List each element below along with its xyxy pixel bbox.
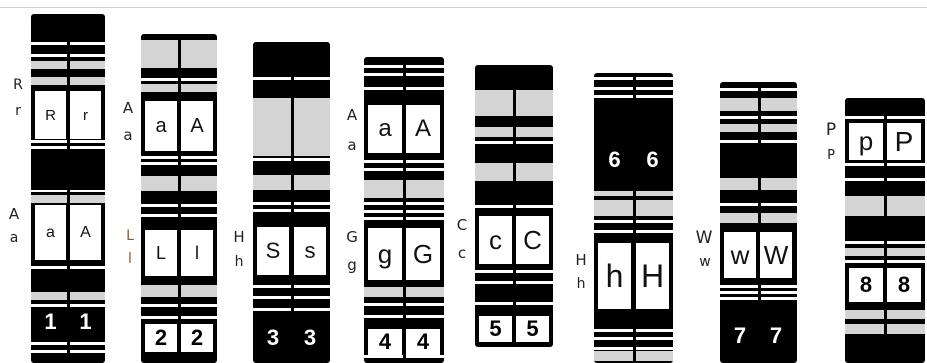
allele-label: A: [344, 106, 360, 124]
allele-box: r: [70, 91, 101, 139]
chromosome-number: 3: [257, 325, 289, 351]
allele-box: A: [406, 105, 440, 153]
chromosome-number: 6: [636, 147, 669, 173]
allele-box: S: [257, 227, 289, 275]
chromosome-number: 4: [368, 329, 402, 355]
chromosome-number: 7: [760, 323, 792, 349]
chromosome-number: 5: [479, 316, 512, 342]
allele-label: G: [344, 228, 360, 246]
sister-gap: [633, 73, 636, 363]
chromosome-6: 6 6 h H: [594, 73, 673, 363]
chromosome-number: 4: [406, 329, 440, 355]
allele-label: W: [692, 228, 716, 248]
allele-box: L: [145, 230, 177, 276]
allele-label: H: [573, 251, 589, 269]
chromosome-8: p P 8 8: [845, 98, 925, 363]
allele-label: l: [122, 251, 138, 267]
allele-label: h: [231, 254, 247, 270]
allele-box: C: [516, 216, 549, 264]
allele-label: H: [231, 228, 247, 246]
chromosome-number: 8: [849, 268, 883, 302]
allele-box: R: [35, 91, 66, 139]
chromosome-number: 1: [70, 309, 101, 335]
allele-box: s: [294, 227, 326, 275]
sister-gap: [513, 65, 516, 347]
allele-label: h: [573, 276, 589, 292]
chromosome-number: 2: [181, 324, 213, 352]
allele-label: L: [122, 228, 138, 244]
allele-label: P: [821, 120, 841, 140]
chromosome-1: R r a A 1 1: [31, 14, 105, 363]
allele-label: r: [10, 103, 26, 119]
allele-label: A: [6, 205, 22, 223]
allele-label: a: [344, 136, 360, 154]
allele-box: c: [479, 216, 512, 264]
allele-box: a: [145, 101, 177, 151]
allele-box: W: [760, 232, 792, 278]
allele-box: A: [70, 205, 101, 260]
allele-box: l: [181, 230, 213, 276]
allele-label: R: [10, 77, 26, 93]
chromosome-2: a A L l 2 2: [141, 34, 217, 363]
allele-box: G: [406, 228, 440, 280]
allele-box: P: [887, 123, 921, 160]
sister-gap: [403, 57, 406, 363]
chromosome-7: w W 7 7: [720, 82, 797, 363]
top-divider: [0, 7, 927, 8]
chromosome-3: S s 3 3: [253, 42, 330, 363]
allele-label: g: [344, 256, 360, 274]
allele-box: H: [636, 243, 669, 309]
allele-box: w: [724, 232, 756, 278]
allele-label: P: [823, 148, 839, 163]
chromosome-4: a A g G 4 4: [364, 57, 444, 363]
chromosome-number: 6: [598, 147, 631, 173]
chromosome-number: 5: [516, 316, 549, 342]
chromosome-number: 7: [724, 323, 756, 349]
sister-gap: [291, 42, 294, 363]
chromosome-number: 8: [887, 268, 921, 302]
allele-label: a: [120, 126, 136, 144]
allele-box: a: [368, 105, 402, 153]
chromosome-number: 2: [145, 324, 177, 352]
allele-label: w: [697, 254, 713, 270]
chromosome-number: 3: [294, 325, 326, 351]
allele-box: p: [849, 123, 883, 160]
allele-label: c: [454, 244, 470, 262]
allele-label: C: [454, 216, 470, 234]
allele-box: A: [181, 101, 213, 151]
allele-box: h: [598, 243, 631, 309]
allele-label: a: [6, 230, 22, 246]
chromosome-number: 1: [35, 309, 66, 335]
allele-label: A: [120, 99, 136, 117]
chromosome-5: c C 5 5: [475, 65, 553, 347]
allele-box: a: [35, 205, 66, 260]
sister-gap: [178, 34, 181, 363]
sister-gap: [758, 82, 761, 363]
allele-box: g: [368, 228, 402, 280]
